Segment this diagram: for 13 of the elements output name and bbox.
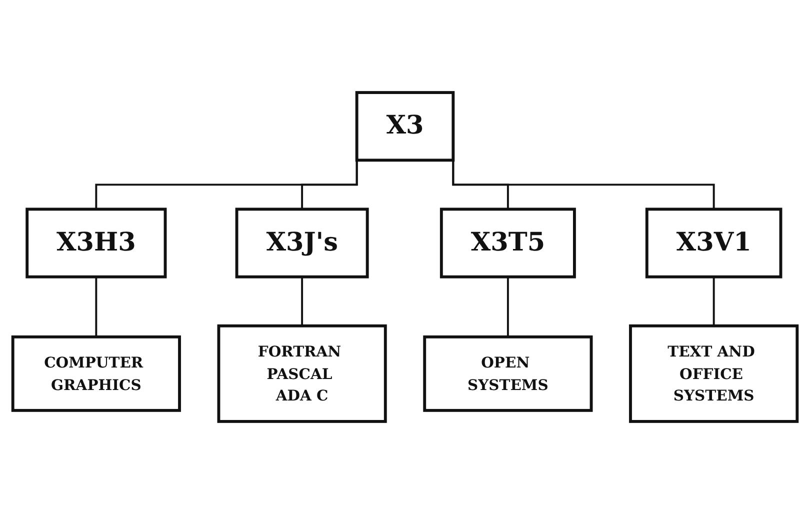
node-box: X3 [355,91,455,162]
node-box: X3H3 [26,208,167,278]
connector [301,276,304,327]
node-box: TEXT AND OFFICE SYSTEMS [629,324,799,423]
node-box: COMPUTER GRAPHICS [11,335,181,412]
node-box: X3J's [235,208,369,278]
node-box: X3V1 [645,208,782,278]
node-box: FORTRAN PASCAL ADA C [217,324,387,423]
connector [506,276,509,338]
connector [712,276,715,327]
node-box: OPEN SYSTEMS [423,335,593,412]
connector [95,276,98,338]
node-box: X3T5 [440,208,576,278]
